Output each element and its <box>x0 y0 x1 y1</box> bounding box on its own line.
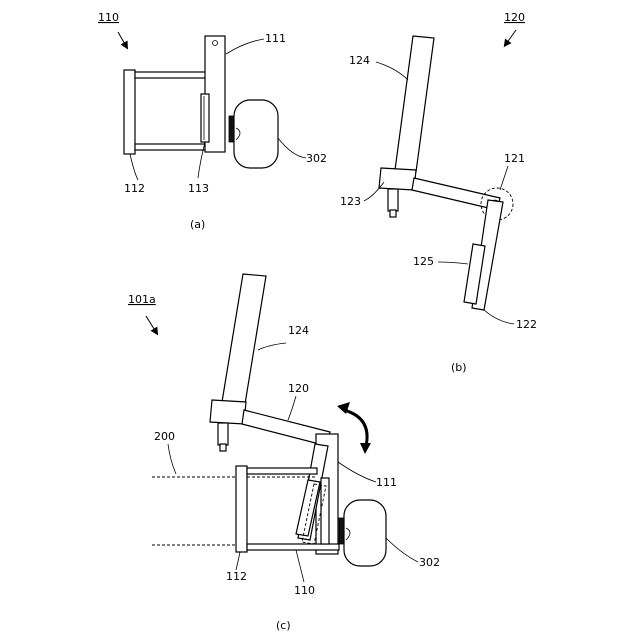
block-c <box>210 400 246 424</box>
shaft-124 <box>395 36 434 172</box>
label-120-c: 120 <box>288 382 309 395</box>
ref-101a: 101a <box>128 293 156 306</box>
ref-arrow <box>118 32 126 46</box>
label-302: 302 <box>306 152 327 165</box>
label-113: 113 <box>188 182 209 195</box>
label-110-c: 110 <box>294 584 315 597</box>
label-111-c: 111 <box>376 476 397 489</box>
frame-112 <box>124 70 135 154</box>
block-123 <box>379 168 416 190</box>
panel-a: 110 111 112 113 302 (a) <box>98 11 327 231</box>
label-112: 112 <box>124 182 145 195</box>
ref-110: 110 <box>98 11 119 24</box>
ref-arrow-c <box>146 316 156 332</box>
bottom-rail <box>135 144 206 150</box>
top-rail <box>135 72 206 78</box>
label-302-c: 302 <box>419 556 440 569</box>
caption-b: (b) <box>451 361 467 374</box>
plate-113 <box>201 94 209 142</box>
label-122: 122 <box>516 318 537 331</box>
rotation-arrow <box>344 410 367 446</box>
label-200: 200 <box>154 430 175 443</box>
label-125: 125 <box>413 255 434 268</box>
stem <box>388 189 398 211</box>
label-111: 111 <box>265 32 286 45</box>
caption-c: (c) <box>276 619 291 632</box>
label-124: 124 <box>349 54 370 67</box>
ref-arrow-b <box>506 30 516 44</box>
ref-120: 120 <box>504 11 525 24</box>
panel-b: 120 124 121 123 125 122 (b) <box>340 11 537 374</box>
label-121: 121 <box>504 152 525 165</box>
label-124-c: 124 <box>288 324 309 337</box>
panel-c: 101a 124 12 <box>128 274 440 632</box>
label-123: 123 <box>340 195 361 208</box>
label-112-c: 112 <box>226 570 247 583</box>
shaft-124-c <box>222 274 266 404</box>
caption-a: (a) <box>190 218 205 231</box>
frame-112-c <box>236 466 247 552</box>
wheel-302 <box>234 100 278 168</box>
